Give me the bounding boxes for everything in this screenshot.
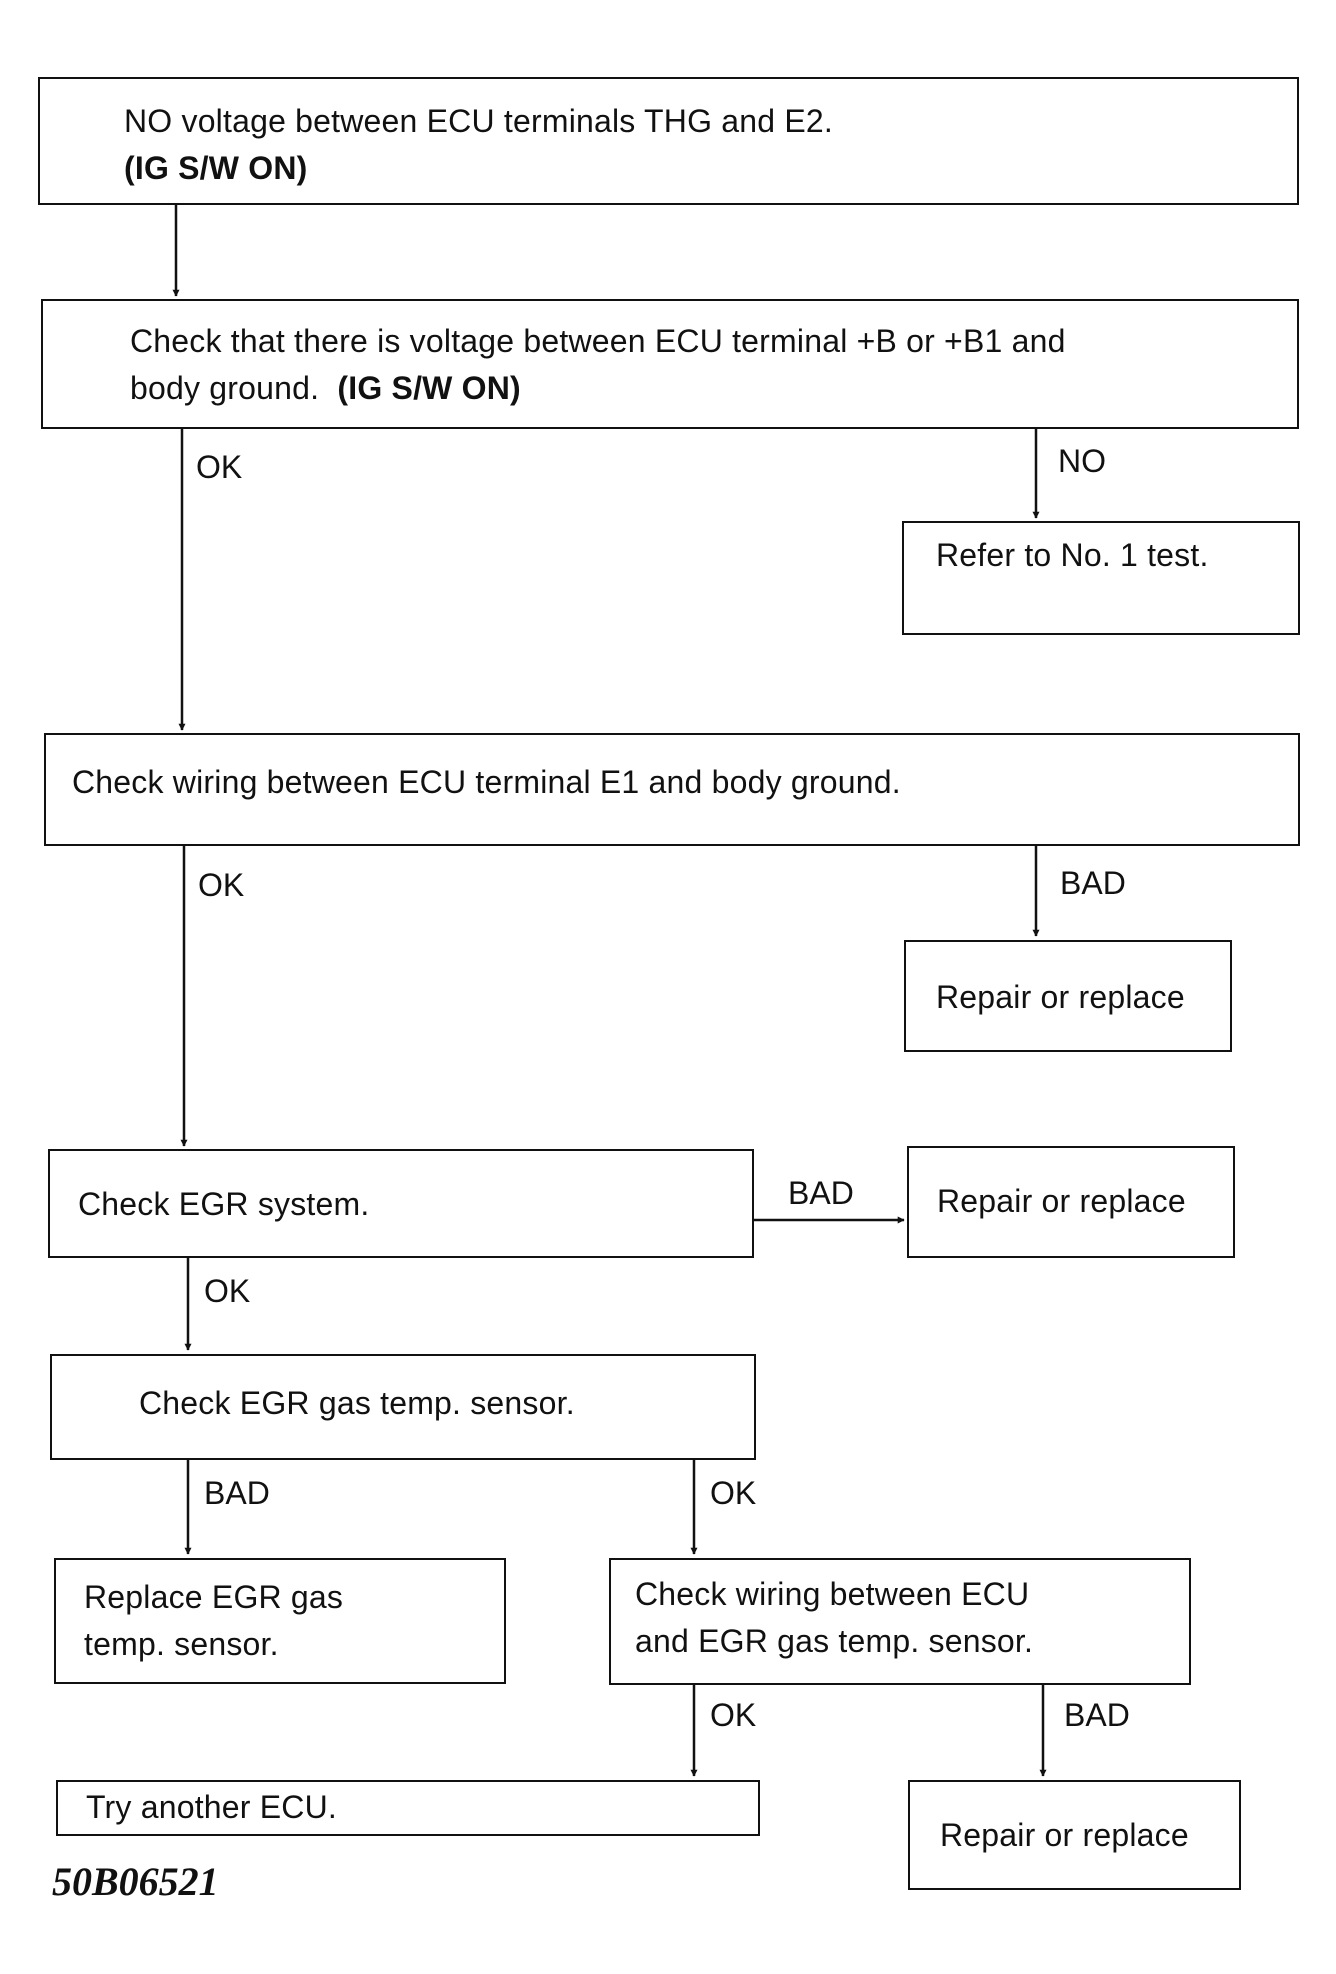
check-voltage-line2: body ground. (IG S/W ON) (130, 365, 521, 412)
check-sensor-text: Check EGR gas temp. sensor. (139, 1385, 575, 1421)
check-wiring-sensor-line2: and EGR gas temp. sensor. (635, 1623, 1034, 1659)
check-voltage-line1: Check that there is voltage between ECU … (130, 323, 1066, 359)
check-wiring-sensor-line1: Check wiring between ECU (635, 1576, 1030, 1612)
label-egr-ok: OK (204, 1273, 251, 1309)
check-sensor-box: Check EGR gas temp. sensor. (50, 1354, 756, 1460)
check-egr-system-box: Check EGR system. (48, 1149, 754, 1258)
label-e1-ok: OK (198, 867, 245, 903)
check-voltage-box: Check that there is voltage between ECU … (41, 299, 1299, 429)
check-voltage-line2-text: body ground. (130, 370, 320, 406)
start-text-line2: (IG S/W ON) (124, 150, 308, 186)
repair-box-3: Repair or replace (908, 1780, 1241, 1890)
refer-no1-text: Refer to No. 1 test. (936, 537, 1209, 573)
repair-box-2: Repair or replace (907, 1146, 1235, 1258)
replace-sensor-line1: Replace EGR gas (84, 1579, 344, 1615)
repair-text-3: Repair or replace (940, 1817, 1189, 1853)
start-box: NO voltage between ECU terminals THG and… (38, 77, 1299, 205)
refer-no1-box: Refer to No. 1 test. (902, 521, 1300, 635)
label-e1-bad: BAD (1060, 865, 1126, 901)
figure-id: 50B06521 (52, 1859, 219, 1904)
label-sensor-bad: BAD (204, 1475, 270, 1511)
start-text-line1: NO voltage between ECU terminals THG and… (124, 103, 833, 139)
check-egr-system-text: Check EGR system. (78, 1186, 370, 1222)
label-wiring-bad: BAD (1064, 1697, 1130, 1733)
check-e1-text: Check wiring between ECU terminal E1 and… (72, 764, 901, 800)
label-voltage-ok: OK (196, 449, 243, 485)
replace-sensor-box: Replace EGR gas temp. sensor. (54, 1558, 506, 1684)
repair-box-1: Repair or replace (904, 940, 1232, 1052)
try-ecu-text: Try another ECU. (86, 1789, 337, 1825)
label-voltage-no: NO (1058, 443, 1106, 479)
replace-sensor-line2: temp. sensor. (84, 1626, 279, 1662)
check-wiring-sensor-box: Check wiring between ECU and EGR gas tem… (609, 1558, 1191, 1685)
repair-text-1: Repair or replace (936, 979, 1185, 1015)
check-voltage-ig-switch: (IG S/W ON) (337, 370, 521, 406)
repair-text-2: Repair or replace (937, 1183, 1186, 1219)
label-wiring-ok: OK (710, 1697, 757, 1733)
check-e1-box: Check wiring between ECU terminal E1 and… (44, 733, 1300, 846)
try-ecu-box: Try another ECU. (56, 1780, 760, 1836)
label-egr-bad: BAD (788, 1175, 854, 1211)
label-sensor-ok: OK (710, 1475, 757, 1511)
